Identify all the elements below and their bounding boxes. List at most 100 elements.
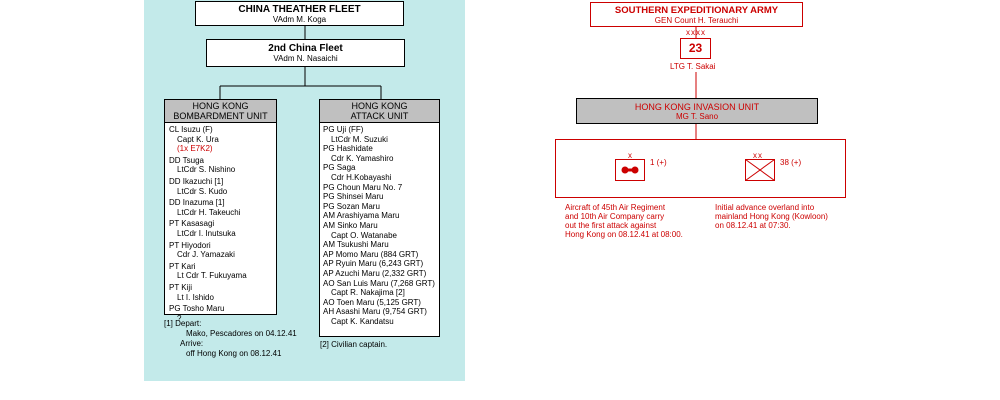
attack-footnote: [2] Civilian captain.: [320, 340, 388, 349]
ship-commander: Lt Cdr T. Fukuyama: [177, 271, 247, 281]
second-china-fleet-box: 2nd China Fleet VAdm N. Nasaichi: [206, 39, 405, 67]
second-fleet-title: 2nd China Fleet: [268, 43, 343, 54]
ship-commander: Cdr H.Kobayashi: [331, 172, 392, 182]
ship-commander: LtCdr S. Nishino: [177, 165, 236, 175]
air-unit-symbol: [615, 159, 645, 181]
invasion-commander: MG T. Sano: [675, 112, 719, 121]
bombardment-ship-list: CL Isuzu (F)Capt K. Ura(1x E7K2)DD Tsuga…: [165, 123, 276, 323]
ship-entry: PG Tosho Maru?: [169, 304, 276, 323]
ship-entry: DD Ikazuchi [1]LtCdr S. Kudo: [169, 177, 276, 196]
fleet-commander: VAdm M. Koga: [272, 15, 327, 24]
ship-commander: Capt K. Kandatsu: [331, 316, 394, 326]
description-line: on 08.12.41 at 07:30.: [715, 221, 791, 230]
ship-name: PG Sozan Maru: [323, 201, 380, 211]
ship-commander: Capt R. Nakajima [2]: [331, 288, 405, 298]
footnote-arrive-label: Arrive:: [180, 339, 204, 348]
air-size-symbol: x: [628, 151, 632, 160]
infantry-cross-icon: [745, 159, 775, 181]
ship-name: AP Momo Maru (884 GRT): [323, 249, 419, 259]
ship-commander: LtCdr S. Kudo: [177, 186, 228, 196]
bombardment-unit-header: HONG KONG BOMBARDMENT UNIT: [165, 100, 276, 123]
description-line: out the first attack against: [565, 221, 657, 230]
bombardment-header-line2: BOMBARDMENT UNIT: [173, 111, 268, 121]
ship-entry: CL Isuzu (F)Capt K. Ura(1x E7K2): [169, 125, 276, 154]
bombardment-header-line1: HONG KONG: [192, 101, 249, 111]
ship-name: PG Tosho Maru: [169, 304, 225, 314]
infantry-size-symbol: xx: [753, 151, 763, 160]
ship-commander: Capt O. Watanabe: [331, 230, 397, 240]
army-title: SOUTHERN EXPEDITIONARY ARMY: [614, 5, 779, 16]
ship-commander: Cdr J. Yamazaki: [177, 250, 235, 260]
ship-name: DD Inazuma [1]: [169, 198, 225, 208]
invasion-title: HONG KONG INVASION UNIT: [634, 102, 760, 112]
southern-expeditionary-army-box: SOUTHERN EXPEDITIONARY ARMY GEN Count H.…: [590, 2, 803, 27]
ship-name: AM Sinko Maru: [323, 220, 378, 230]
ship-name: AH Asashi Maru (9,754 GRT): [323, 307, 427, 317]
infantry-unit-symbol: [745, 159, 775, 181]
ship-name: AM Tsukushi Maru: [323, 240, 389, 250]
ship-commander: Lt I. Ishido: [177, 292, 214, 302]
bombardment-footnote: [1] Depart: Mako, Pescadores on 04.12.41…: [164, 319, 297, 359]
ship-name: AM Arashiyama Maru: [323, 211, 400, 221]
army23-commander: LTG T. Sakai: [670, 62, 716, 71]
ship-name: AP Ryuin Maru (6,243 GRT): [323, 259, 424, 269]
ship-aircraft-note: (1x E7K2): [177, 144, 213, 154]
ship-commander: LtCdr M. Suzuki: [331, 134, 388, 144]
ship-name: AO San Luis Maru (7,268 GRT): [323, 278, 435, 288]
fleet-title: CHINA THEATHER FLEET: [238, 4, 361, 15]
army23-number: 23: [688, 41, 703, 55]
subunits-container: [555, 139, 846, 198]
ship-name: PT Hiyodori: [169, 240, 211, 250]
ship-name: PG Uji (FF): [323, 125, 364, 134]
ship-name: PG Choun Maru No. 7: [323, 182, 403, 192]
attack-header-line2: ATTACK UNIT: [350, 111, 409, 121]
footnote-depart: Mako, Pescadores on 04.12.41: [186, 329, 297, 338]
air-unit-count: 1 (+): [650, 158, 667, 167]
ship-name: AP Azuchi Maru (2,332 GRT): [323, 268, 427, 278]
ship-entry: DD Inazuma [1]LtCdr H. Takeuchi: [169, 198, 276, 217]
description-line: and 10th Air Company carry: [565, 212, 665, 221]
hong-kong-invasion-unit-box: HONG KONG INVASION UNIT MG T. Sano: [576, 98, 818, 124]
air-wings-icon: [615, 159, 645, 181]
ship-name: PG Shinsei Maru: [323, 192, 384, 202]
ship-name: PG Saga: [323, 163, 356, 173]
attack-unit-box: HONG KONG ATTACK UNIT PG Uji (FF)LtCdr M…: [319, 99, 440, 337]
ship-name: CL Isuzu (F): [169, 125, 213, 134]
china-theater-fleet-box: CHINA THEATHER FLEET VAdm M. Koga: [195, 1, 404, 26]
ship-name: DD Ikazuchi [1]: [169, 176, 224, 186]
attack-unit-header: HONG KONG ATTACK UNIT: [320, 100, 439, 123]
ship-name: AO Toen Maru (5,125 GRT): [323, 297, 421, 307]
description-line: Hong Kong on 08.12.41 at 08:00.: [565, 230, 683, 239]
ship-name: PT Kari: [169, 261, 196, 271]
ship-commander: LtCdr I. Inutsuka: [177, 228, 236, 238]
infantry-unit-count: 38 (+): [780, 158, 802, 167]
army23-size-symbol: xxxx: [686, 28, 706, 37]
ship-name: DD Tsuga: [169, 155, 204, 165]
bombardment-unit-box: HONG KONG BOMBARDMENT UNIT CL Isuzu (F)C…: [164, 99, 277, 323]
ship-name: PG Hashidate: [323, 144, 373, 154]
army23-box: 23: [680, 38, 711, 59]
footnote-arrive: off Hong Kong on 08.12.41: [186, 349, 282, 358]
army-commander: GEN Count H. Terauchi: [654, 16, 739, 25]
description-line: mainland Hong Kong (Kowloon): [715, 212, 828, 221]
ship-name: PT Kasasagi: [169, 219, 215, 229]
attack-header-line1: HONG KONG: [351, 101, 408, 111]
second-fleet-commander: VAdm N. Nasaichi: [273, 54, 338, 63]
ship-commander: ?: [177, 313, 182, 323]
ship-commander: Cdr K. Yamashiro: [331, 153, 394, 163]
footnote-depart-label: [1] Depart:: [164, 319, 202, 328]
description-line: Aircraft of 45th Air Regiment: [565, 203, 666, 212]
ship-commander: Capt K. Ura: [177, 134, 219, 144]
description-line: Initial advance overland into: [715, 203, 815, 212]
ship-commander: LtCdr H. Takeuchi: [177, 207, 241, 217]
ship-name: PT Kiji: [169, 282, 192, 292]
